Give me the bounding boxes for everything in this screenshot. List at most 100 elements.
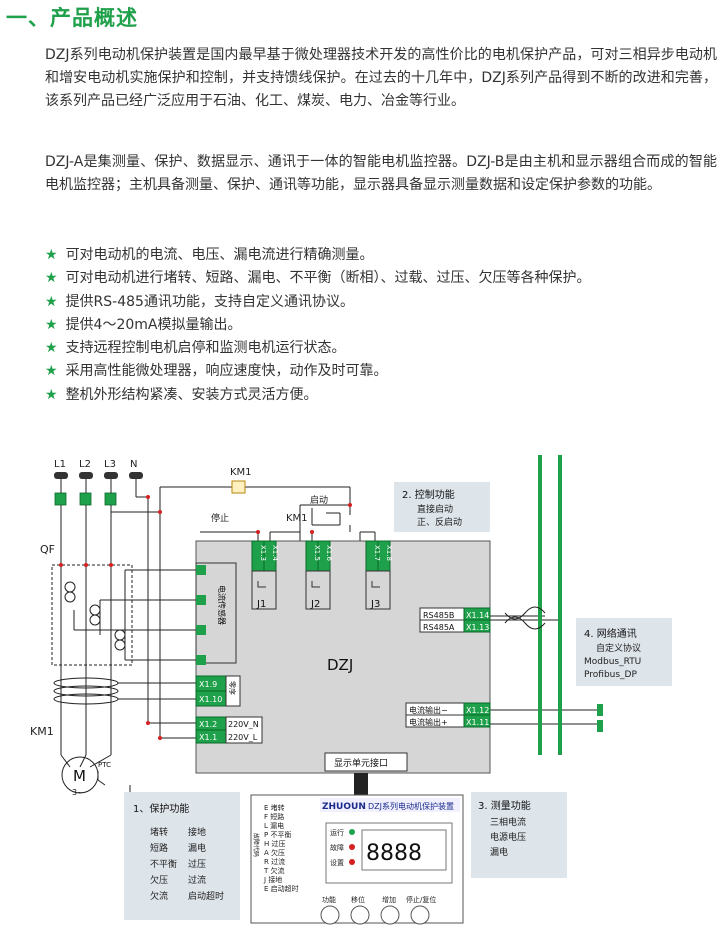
svg-text:接地: 接地 <box>188 826 206 838</box>
star-icon: ★ <box>45 270 58 287</box>
terminal-x1-1: X1.1 <box>199 733 217 742</box>
output-terminal-icon <box>597 720 603 732</box>
bus-bar-icon <box>558 455 562 755</box>
bus-bar-icon <box>538 455 542 755</box>
button-label-increase: 增加 <box>382 895 396 904</box>
label-current-out-minus: 电流输出− <box>409 705 448 715</box>
svg-text:启动超时: 启动超时 <box>188 890 224 902</box>
phase-label-l2: L2 <box>79 459 91 470</box>
terminal-x1-10: X1.10 <box>199 695 222 704</box>
button-label-function: 功能 <box>322 895 336 904</box>
star-icon: ★ <box>45 363 58 380</box>
svg-text:E 堵转: E 堵转 <box>264 803 285 812</box>
feature-item: ★支持远程控制电机启停和监测电机运行状态。 <box>45 340 346 357</box>
relay-label-j3: J3 <box>370 599 380 610</box>
phase-label-l3: L3 <box>104 459 116 470</box>
network-box-line: 自定义协议 <box>596 642 641 654</box>
increase-button-icon <box>380 905 400 925</box>
terminal-x1-14: X1.14 <box>466 611 489 620</box>
terminal-x1-5: X1.5 <box>313 545 321 561</box>
feature-item: ★整机外形结构紧凑、安装方式灵活方便。 <box>45 386 318 403</box>
phase-inputs: L1 L2 L3 N <box>54 459 137 470</box>
qf-label: QF <box>40 543 55 556</box>
network-box-line: Modbus_RTU <box>584 657 641 667</box>
svg-text:漏电: 漏电 <box>188 842 206 854</box>
star-icon: ★ <box>45 316 58 333</box>
fuse-icon <box>54 492 67 506</box>
phase-label-l1: L1 <box>54 459 66 470</box>
label-220v-n: 220V_N <box>228 720 259 729</box>
network-box-line: Profibus_DP <box>584 670 637 680</box>
svg-text:不平衡: 不平衡 <box>150 858 177 870</box>
svg-text:过流: 过流 <box>188 874 206 886</box>
zero-seq-label: 零序 <box>228 681 237 695</box>
km1-top-label: KM1 <box>230 467 252 478</box>
relay-terminals: X1.3 X1.4 X1.5 X1.6 X1.7 X1.8 J1 J2 J3 <box>251 540 393 610</box>
run-led-icon <box>349 829 355 835</box>
svg-text:短路: 短路 <box>150 842 168 854</box>
left-terminals: X1.9 X1.10 零序 X1.2 X1.1 220V_N 220V_L <box>195 675 263 744</box>
stop-reset-button-icon <box>410 905 430 925</box>
right-terminals: RS485B RS485A X1.14 X1.13 电流输出− 电流输出+ X1… <box>405 607 491 728</box>
km1-coil <box>231 480 246 494</box>
feature-item: ★采用高性能微处理器，响应速度快，动作及时可靠。 <box>45 363 388 380</box>
svg-text:R 过流: R 过流 <box>264 857 285 866</box>
measure-box-line: 漏电 <box>490 846 508 858</box>
measure-box-line: 电源电压 <box>490 831 526 843</box>
terminal-x1-4: X1.4 <box>271 545 279 561</box>
relay-label-j1: J1 <box>256 599 266 610</box>
star-icon: ★ <box>45 340 58 357</box>
protection-box-title: 1、保护功能 <box>133 802 189 815</box>
star-icon: ★ <box>45 293 58 310</box>
svg-text:E 启动超时: E 启动超时 <box>264 884 299 893</box>
measure-box-title: 3. 测量功能 <box>478 799 531 812</box>
label-current-out-plus: 电流输出+ <box>409 717 448 727</box>
network-box-title: 4. 网络通讯 <box>584 627 637 640</box>
feature-item: ★提供4～20mA模拟量输出。 <box>45 316 242 333</box>
section-title: 一、产品概述 <box>6 6 138 30</box>
label-220v-l: 220V_L <box>228 733 258 742</box>
fuse-icons <box>54 492 117 506</box>
intro-paragraph: DZJ系列电动机保护装置是国内最早基于微处理器技术开发的高性价比的电机保护产品，… <box>45 47 717 109</box>
svg-text:H 过压: H 过压 <box>264 839 286 848</box>
svg-text:J 接地: J 接地 <box>263 875 282 884</box>
terminal-x1-6: X1.6 <box>325 545 333 561</box>
svg-text:堵转: 堵转 <box>150 826 168 838</box>
network-box: 4. 网络通讯 自定义协议 Modbus_RTU Profibus_DP <box>576 618 672 686</box>
seven-segment-readout: 8888 <box>366 841 422 866</box>
ct-sensor-block: 电流传感器 <box>195 562 237 665</box>
star-icon: ★ <box>45 247 58 263</box>
panel-title: DZJ系列电动机保护装置 <box>368 801 454 811</box>
led-label-fault: 故障 <box>330 843 344 852</box>
twisted-pair-icon <box>504 606 546 630</box>
device-name: DZJ <box>327 656 353 674</box>
fault-code-title: 故障代码 <box>252 833 260 857</box>
brand-logo: ZHUOUN <box>322 802 366 812</box>
terminal-x1-7: X1.7 <box>373 545 381 561</box>
terminal-x1-8: X1.8 <box>385 545 393 561</box>
terminal-x1-12: X1.12 <box>466 706 489 715</box>
control-function-box: 2. 控制功能 直接启动 正、反启动 <box>394 482 490 532</box>
terminal-x1-11: X1.11 <box>466 718 489 727</box>
protection-box: 1、保护功能 堵转接地 短路漏电 不平衡过压 欠压过流 欠流启动超时 <box>124 792 240 920</box>
display-port-label: 显示单元接口 <box>334 757 388 769</box>
feature-list: ★可对电动机的电流、电压、漏电流进行精确测量。 ★可对电动机进行堵转、短路、漏电… <box>45 244 591 407</box>
svg-text:F 短路: F 短路 <box>264 812 284 821</box>
phase-terminal-icons <box>54 472 143 479</box>
wiring-diagram: L1 L2 L3 N <box>30 455 672 925</box>
phase-label-n: N <box>130 459 137 470</box>
svg-text:过压: 过压 <box>188 858 206 870</box>
button-label-shift: 移位 <box>351 895 365 904</box>
star-icon: ★ <box>45 386 58 403</box>
start-label: 启动 <box>310 494 328 506</box>
fault-code-list: E 堵转 F 短路 L 漏电 P 不平衡 H 过压 A 欠压 R 过流 T 欠流… <box>263 803 299 893</box>
stop-label: 停止 <box>211 512 229 524</box>
terminal-x1-13: X1.13 <box>466 623 489 632</box>
ptc-label: PTC <box>98 761 111 769</box>
control-box-title: 2. 控制功能 <box>402 488 455 501</box>
setting-led-icon <box>349 859 355 865</box>
shift-button-icon <box>350 905 370 925</box>
feature-item: ★可对电动机进行堵转、短路、漏电、不平衡（断相）、过载、过压、欠压等各种保护。 <box>45 270 591 287</box>
svg-text:A 欠压: A 欠压 <box>264 848 285 857</box>
output-terminal-icon <box>597 704 603 716</box>
